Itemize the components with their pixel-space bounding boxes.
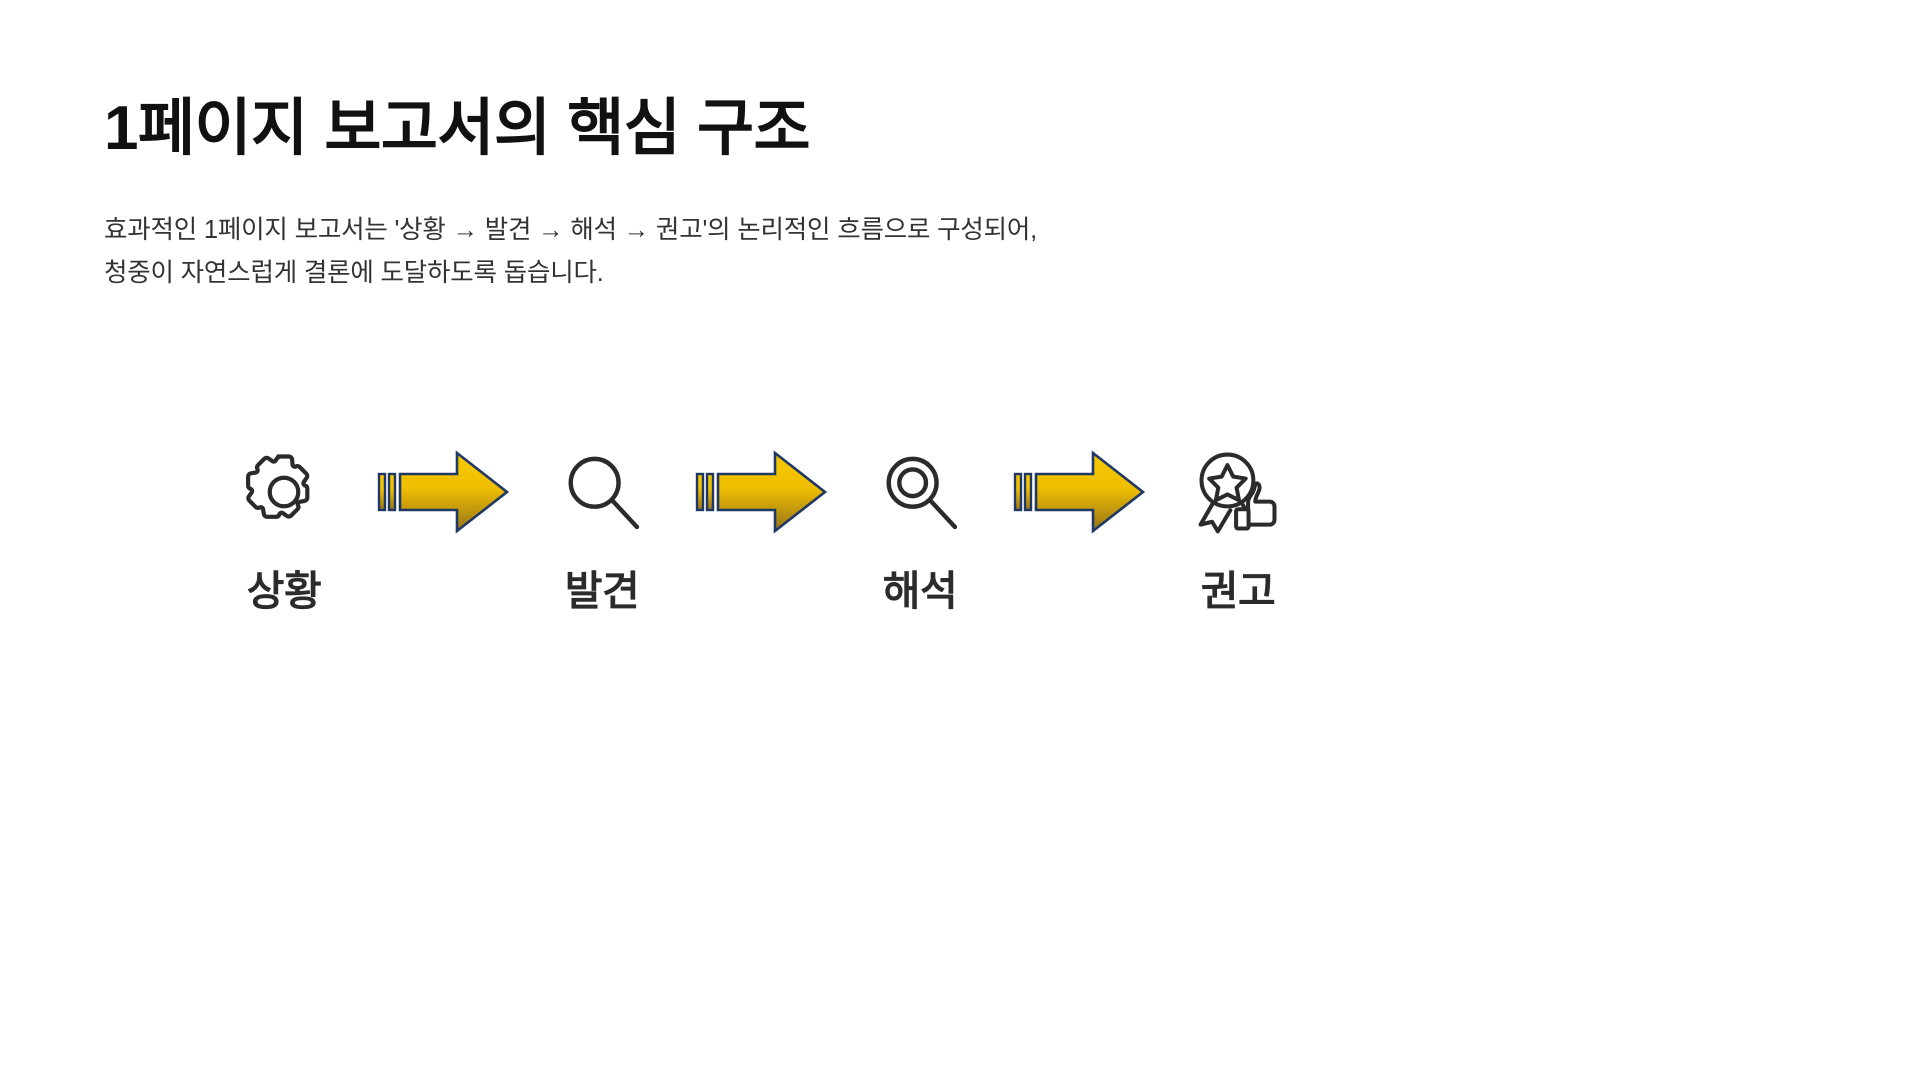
flow-step-label: 발견 [564, 568, 640, 614]
gear-icon [232, 440, 336, 544]
magnifier-icon [550, 440, 654, 544]
flow-step-label: 권고 [1200, 568, 1276, 614]
page-title: 1페이지 보고서의 핵심 구조 [104, 94, 811, 163]
flow-step-label: 해석 [882, 568, 958, 614]
magnifier-target-icon [868, 440, 972, 544]
subtitle-line-2: 청중이 자연스럽게 결론에 도달하도록 돕습니다. [104, 258, 604, 287]
flow-step-interpretation[interactable]: 해석 [836, 440, 1004, 615]
flow-step-label: 상황 [246, 568, 322, 614]
flow-step-recommendation[interactable]: 권고 [1154, 440, 1322, 615]
flow-step-finding[interactable]: 발견 [518, 440, 686, 615]
award-thumbsup-icon [1186, 440, 1290, 544]
process-flow-diagram: 상황 [200, 440, 1322, 615]
flow-step-situation[interactable]: 상황 [200, 440, 368, 615]
slide-header: 1페이지 보고서의 핵심 구조 효과적인 1페이지 보고서는 '상황 → 발견 … [104, 94, 1604, 295]
subtitle-line-1: 효과적인 1페이지 보고서는 '상황 → 발견 → 해석 → 권고'의 논리적인… [104, 215, 1038, 244]
right-arrow-icon [1004, 440, 1154, 544]
page-subtitle: 효과적인 1페이지 보고서는 '상황 → 발견 → 해석 → 권고'의 논리적인… [104, 163, 1604, 295]
right-arrow-icon [686, 440, 836, 544]
right-arrow-icon [368, 440, 518, 544]
